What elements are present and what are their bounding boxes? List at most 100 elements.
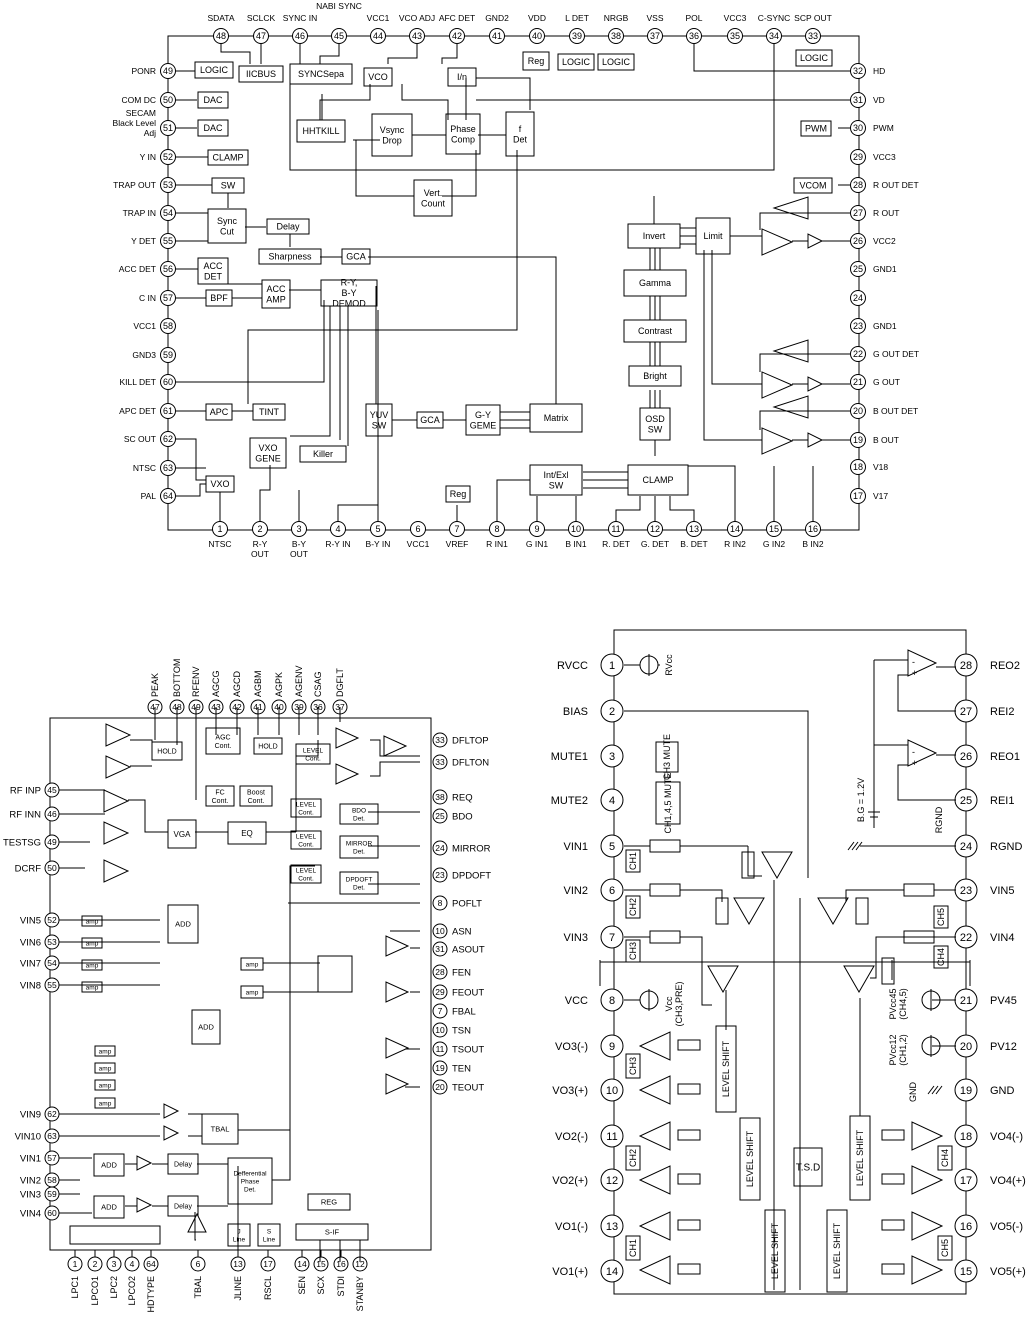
pin-label-stanby: STANBY (355, 1276, 365, 1311)
pin-62: 62 (160, 431, 176, 447)
pin-label-tbal: TBAL (193, 1276, 203, 1299)
block-label: PWM (805, 124, 827, 134)
pin-label-vo1: VO1(+) (552, 1266, 588, 1278)
amp-block: amp (94, 1079, 116, 1091)
ch3-label: CH3 (625, 1053, 641, 1079)
input-opamp (103, 859, 130, 883)
pin-59: 59 (160, 347, 176, 363)
input-resistor (649, 883, 681, 897)
tbal-amp (187, 1212, 207, 1233)
pin-label-agbm: AGBM (253, 670, 263, 697)
feedback-opamp (772, 339, 809, 363)
pin-number: 59 (47, 1189, 57, 1199)
pin-54: 54 (160, 205, 176, 221)
input-opamp (103, 789, 130, 813)
pin-label-vin3: VIN3 (564, 932, 588, 944)
pin-13: 13 (230, 1256, 246, 1272)
pin-57: 57 (44, 1150, 60, 1166)
logic-block: LOGIC (597, 53, 635, 71)
pin-7: 7 (600, 925, 624, 949)
pin-label-vcc2: VCC2 (873, 236, 896, 246)
clamp-block: CLAMP (627, 464, 689, 496)
amp-block: amp (81, 959, 103, 971)
block-label: EQ (241, 829, 253, 838)
input-resistor (649, 839, 681, 853)
pin-number: 33 (808, 31, 818, 41)
pin-35: 35 (727, 28, 743, 44)
pin-number: 58 (47, 1175, 57, 1185)
pin-number: 56 (163, 264, 173, 274)
pin-5: 5 (370, 521, 386, 537)
pin-label-vin2: VIN2 (564, 885, 588, 897)
pin-number: 33 (435, 735, 445, 745)
pin-label-ntsc: NTSC (133, 463, 156, 473)
eq-block: EQ (227, 821, 267, 845)
pin-number: 15 (316, 1259, 326, 1269)
pin-20: 20 (954, 1034, 978, 1058)
pin-number: 28 (960, 660, 972, 672)
pin-label-vin8: VIN8 (20, 981, 41, 992)
pin-label-vo5: VO5(-) (990, 1221, 1023, 1233)
pin-number: 10 (435, 926, 445, 936)
servo-opamp (385, 1037, 410, 1059)
block-label: amp (246, 961, 259, 968)
pin-52: 52 (44, 912, 60, 928)
pin-number: 64 (163, 491, 173, 501)
pin-number: 32 (853, 66, 863, 76)
pin-number: 29 (435, 987, 445, 997)
ic3-wiring (600, 659, 970, 1290)
pin-2: 2 (252, 521, 268, 537)
pin-number: 57 (47, 1153, 57, 1163)
block-label: Delay (174, 1204, 192, 1211)
block-label: amp (99, 1100, 112, 1107)
pin-label-vco-adj: VCO ADJ (399, 13, 435, 23)
pin-number: 22 (853, 349, 863, 359)
pin-label-reo2: REO2 (990, 660, 1020, 672)
pin-number: 39 (572, 31, 582, 41)
pin-label-g-out-det: G OUT DET (873, 349, 919, 359)
pin-label-trap-in: TRAP IN (123, 208, 156, 218)
pin-label-vcc1: VCC1 (367, 13, 390, 23)
pin-number: 20 (960, 1041, 972, 1053)
block-label: SYNCSepa (298, 69, 344, 79)
buffer-amp (163, 1125, 180, 1141)
pin-55: 55 (160, 233, 176, 249)
servo-opamp (383, 735, 408, 757)
vxo-block: VXO (205, 475, 235, 493)
pin-number: 45 (334, 31, 344, 41)
pin-number: 2 (609, 706, 615, 718)
pin-number: 16 (808, 524, 818, 534)
block-label: TBAL (211, 1125, 230, 1134)
pin-label-agenv: AGENV (294, 665, 304, 697)
ch4-label: CH4 (933, 945, 949, 969)
pin-label-peak: PEAK (150, 673, 160, 697)
pin-label-dgflt: DGFLT (335, 668, 345, 697)
pin-number: 11 (606, 1131, 617, 1143)
pin-label-vo1: VO1(-) (555, 1221, 588, 1233)
block-label: VGA (174, 830, 192, 839)
delay-block: Delay (266, 218, 310, 235)
pin-7: 7 (432, 1003, 448, 1019)
pin-label-stdi: STDI (336, 1276, 346, 1297)
pin-label-b-y-in: B-Y IN (366, 539, 391, 549)
pin-label-g-det: G. DET (641, 539, 669, 549)
pin-number: 62 (163, 434, 173, 444)
pin-number: 36 (689, 31, 699, 41)
driver-resistor (677, 1219, 701, 1231)
pin-label-c-sync: C-SYNC (758, 13, 791, 23)
pin-number: 41 (492, 31, 502, 41)
amp-block: amp (94, 1045, 116, 1057)
pin-number: 12 (650, 524, 660, 534)
pin-25: 25 (954, 788, 978, 812)
vga-block: VGA (167, 819, 197, 849)
amp-block: amp (240, 957, 264, 971)
pin-label-lpco2: LPCO2 (127, 1276, 137, 1306)
pin-29: 29 (432, 984, 448, 1000)
pin-label-rvcc: RVCC (557, 660, 588, 672)
pin-42: 42 (449, 28, 465, 44)
pin-53: 53 (44, 934, 60, 950)
pin-58: 58 (160, 318, 176, 334)
